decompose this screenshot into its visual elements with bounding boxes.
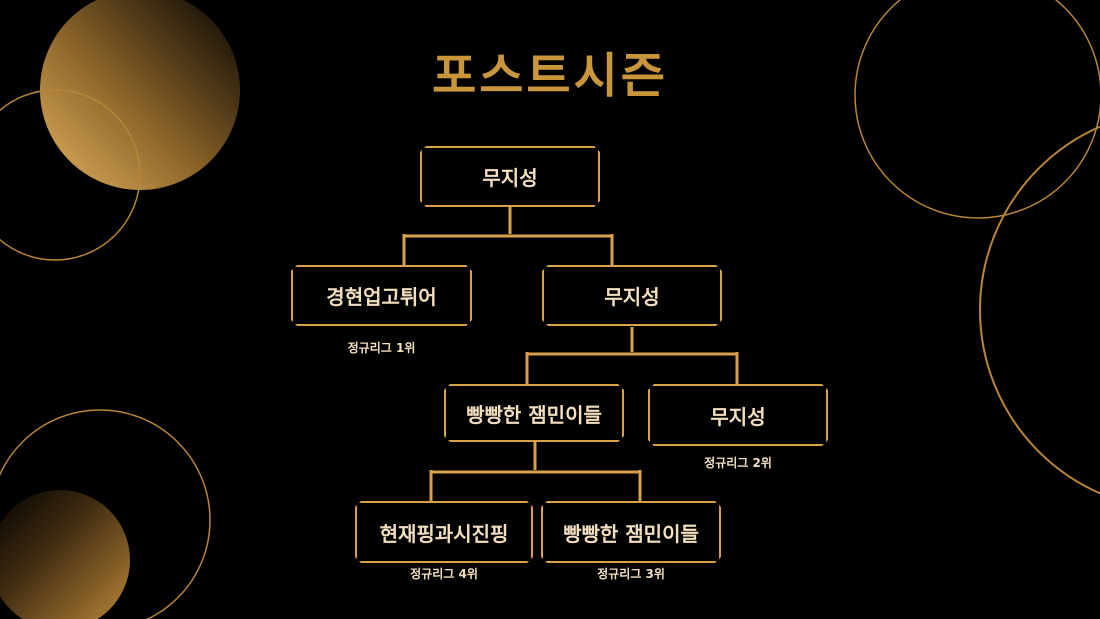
deco-ring-right (979, 125, 1100, 495)
deco-circle-filled-top-left (40, 0, 240, 190)
connector-semifinal (525, 327, 739, 385)
page-title: 포스트시즌 (432, 48, 668, 104)
team-name: 무지성 (710, 404, 766, 429)
node-semifinal-left: 경현업고튀어 (291, 265, 472, 326)
node-quarter-right: 무지성 (648, 384, 828, 446)
node-wildcard-left: 현재핑과시진핑 (355, 501, 533, 563)
rank-label: 정규리그 4위 (410, 567, 478, 581)
deco-circle-filled-bottom-left (0, 490, 130, 619)
node-quarter-left: 빵빵한 잼민이들 (444, 384, 624, 442)
node-semifinal-right: 무지성 (542, 265, 722, 326)
rank-label: 정규리그 2위 (704, 456, 772, 470)
team-name: 빵빵한 잼민이들 (466, 402, 602, 427)
deco-ring-top-right (854, 0, 1100, 219)
team-name: 현재핑과시진핑 (379, 521, 509, 546)
connector-quarter (429, 442, 642, 501)
rank-label: 정규리그 1위 (347, 341, 416, 355)
team-name: 무지성 (604, 285, 660, 309)
node-wildcard-right: 빵빵한 잼민이들 (541, 501, 721, 563)
team-name: 빵빵한 잼민이들 (563, 521, 699, 546)
deco-ring-top-left (0, 89, 141, 261)
rank-label: 정규리그 3위 (597, 567, 665, 581)
node-final-winner: 무지성 (420, 146, 600, 207)
team-name: 경현업고튀어 (326, 285, 437, 309)
team-name: 무지성 (482, 166, 538, 190)
deco-ring-bottom-left (0, 409, 211, 619)
connector-final (402, 207, 614, 266)
